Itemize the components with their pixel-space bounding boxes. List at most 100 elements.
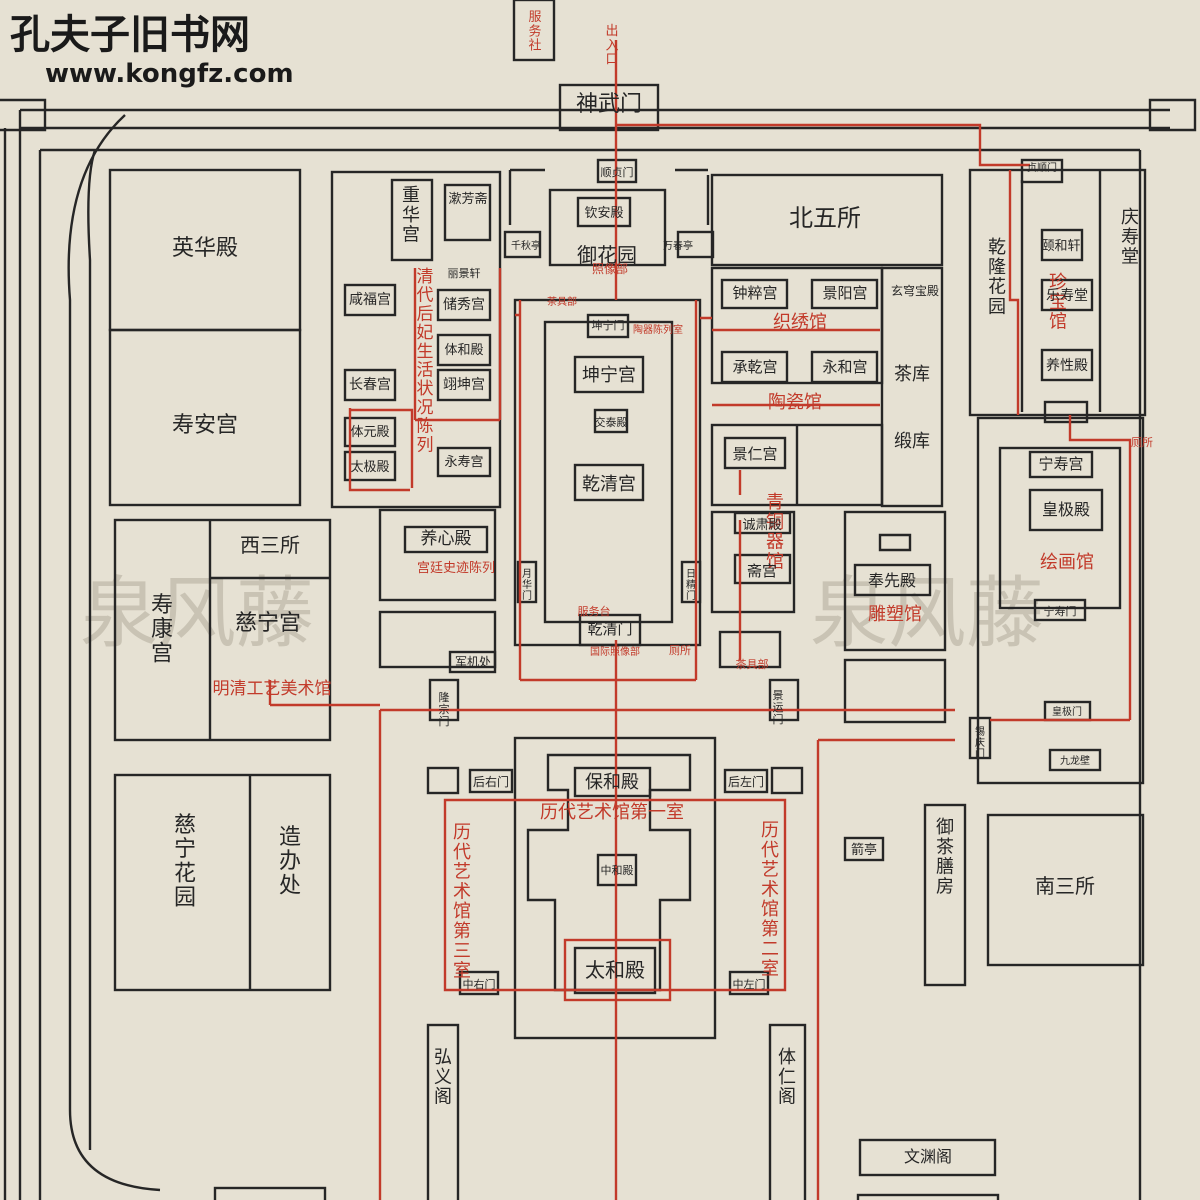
label-exhibits-qingtong: 青铜器馆	[766, 492, 784, 572]
label-center-qianqing: 乾清宫	[582, 474, 636, 495]
label-gates-jingyun: 景运门	[773, 689, 784, 726]
label-exhibits-guoying: 国际照像部	[590, 645, 640, 658]
label-east-fengxian: 奉先殿	[868, 571, 916, 590]
label-east-jiulongbi: 九龙壁	[1060, 754, 1090, 767]
url-watermark: www.kongfz.com	[45, 59, 294, 89]
stamp-watermark-left: 泉风藤	[80, 569, 314, 659]
label-top-service: 服务社	[528, 10, 541, 54]
label-gates-kunning-gate: 坤宁门	[592, 318, 625, 332]
label-west-yinghua: 英华殿	[172, 236, 238, 261]
corner-tower-west	[0, 98, 47, 132]
label-gates-houyou: 后右门	[473, 774, 509, 789]
label-west-yangxin: 养心殿	[421, 529, 472, 549]
label-gates-zhenshun: 贞顺门	[1027, 161, 1057, 174]
label-east-chaku: 茶库	[894, 364, 930, 385]
label-east-yangxing: 养性殿	[1046, 358, 1088, 374]
label-exhibits-diaosu: 雕塑馆	[868, 604, 922, 625]
label-center-tiren: 体仁阁	[778, 1047, 796, 1108]
label-center-jiaotai: 交泰殿	[595, 415, 628, 429]
label-gates-zhongzuo: 中左门	[733, 977, 766, 991]
label-gates-shenwu: 神武门	[576, 92, 642, 117]
label-east-chengqian: 承乾宫	[732, 358, 777, 376]
label-gates-huangji-gate: 皇极门	[1052, 705, 1082, 718]
label-east-yihe: 颐和轩	[1041, 239, 1080, 254]
label-east-huangji: 皇极殿	[1042, 500, 1090, 519]
label-exhibits-taiyuan-hall: 陶器陈列室	[633, 323, 683, 336]
service-booth	[512, 0, 556, 62]
label-center-zhonghe: 中和殿	[601, 864, 634, 877]
label-gates-shunzhen: 顺贞门	[601, 165, 634, 179]
label-east-wenyuan: 文渊阁	[904, 1147, 952, 1166]
label-center-kunning: 坤宁宫	[582, 365, 636, 386]
label-west-cining: 慈宁宫	[235, 611, 301, 636]
label-exhibits-gongting: 宫廷史迹陈列	[417, 560, 495, 576]
label-center-baohe: 保和殿	[585, 772, 639, 793]
label-exhibits-zhixiu: 织绣馆	[773, 312, 827, 333]
label-east-zhaigong: 斋宫	[747, 562, 777, 580]
label-exhibits-chaju: 茶具部	[547, 295, 577, 308]
brand-watermark: 孔夫子旧书网	[10, 12, 250, 58]
label-east-yuchashan: 御茶膳房	[936, 817, 954, 897]
label-six-west-tihe: 体和殿	[444, 343, 483, 358]
label-east-zhongcui: 钟粹宫	[732, 284, 777, 302]
label-six-west-yongshou: 永寿宫	[444, 455, 483, 470]
label-six-west-tiyuan: 体元殿	[350, 425, 389, 440]
label-exhibits-ming-qing-art: 明清工艺美术馆	[213, 679, 332, 699]
corner-tower-east	[1148, 98, 1197, 132]
inner-path	[87, 149, 97, 1150]
label-exhibits-taoci: 陶瓷馆	[768, 392, 822, 413]
label-east-qingshou: 庆寿堂	[1121, 207, 1139, 268]
label-east-ningshou: 宁寿宫	[1038, 455, 1083, 473]
label-east-leshou: 乐寿堂	[1046, 287, 1088, 304]
label-center-wanchun: 万春亭	[663, 239, 693, 252]
label-gates-ningshou-gate: 宁寿门	[1044, 604, 1077, 618]
label-east-nansansuo: 南三所	[1035, 874, 1095, 898]
label-center-jianting: 箭亭	[851, 842, 877, 858]
label-east-qianlong-garden: 乾隆花园	[988, 237, 1006, 317]
label-exhibits-qing-life: 清代后妃生活状况陈列	[417, 267, 434, 455]
label-west-junjichu: 军机处	[455, 655, 491, 669]
inner-wall	[38, 148, 1142, 1200]
label-east-beiwusuo: 北五所	[789, 204, 861, 232]
label-center-taihe: 太和殿	[585, 958, 645, 982]
label-west-cining-garden: 慈宁花园	[174, 813, 196, 911]
label-west-shouan: 寿安宫	[172, 413, 238, 438]
label-gates-rijing: 日精门	[686, 569, 696, 602]
label-east-jingyang: 景阳宫	[822, 284, 867, 302]
label-east-xuanqiong: 玄穹宝殿	[891, 283, 939, 298]
label-exhibits-toilet: 厕所	[1131, 436, 1153, 449]
label-center-imperial-garden: 御花园	[577, 243, 637, 267]
label-center-hongyi: 弘义阁	[434, 1047, 452, 1108]
outer-wall	[3, 108, 1170, 1200]
label-gates-zhongyou: 中右门	[463, 977, 496, 991]
label-east-duanku: 缎库	[894, 431, 930, 452]
label-six-west-lijing: 丽景轩	[448, 266, 481, 280]
label-exhibits-hall-1: 历代艺术馆第一室	[540, 802, 684, 823]
stamp-watermark-right: 泉风藤	[810, 569, 1044, 659]
label-east-chengsu: 诚肃殿	[742, 518, 781, 533]
label-six-west-shufang: 漱芳斋	[448, 191, 487, 207]
label-gates-yuehua: 月华门	[522, 568, 532, 602]
label-gates-xiqing: 锡庆门	[975, 725, 985, 760]
visitor-route	[268, 40, 1132, 1200]
label-exhibits-zhenbao: 珍宝馆	[1049, 272, 1067, 333]
label-six-west-yikun: 翊坤宫	[443, 377, 485, 393]
label-center-qinan: 钦安殿	[584, 206, 623, 221]
label-gates-qianqing-gate: 乾清门	[587, 620, 632, 638]
label-six-west-taiji: 太极殿	[350, 460, 389, 475]
label-gates-longzong: 隆宗门	[439, 690, 450, 728]
label-six-west-chuxiu: 储秀宫	[443, 297, 485, 313]
label-six-west-xianfu: 咸福宫	[349, 292, 391, 308]
label-exhibits-photo: 照像部	[592, 261, 628, 276]
label-exhibits-hall-2: 历代艺术馆第二室	[761, 820, 779, 980]
label-east-jingren: 景仁宫	[732, 445, 777, 463]
label-six-west-changchun: 长春宫	[349, 377, 391, 393]
label-east-yonghe: 永和宫	[822, 358, 867, 376]
label-center-service-desk: 服务台	[578, 604, 611, 618]
label-exhibits-huihua: 绘画馆	[1040, 552, 1094, 573]
label-exhibits-hall-3: 历代艺术馆第三室	[453, 822, 471, 982]
label-top-exit-entrance: 出入口	[605, 24, 618, 68]
label-west-shoukang: 寿康宫	[151, 593, 173, 666]
